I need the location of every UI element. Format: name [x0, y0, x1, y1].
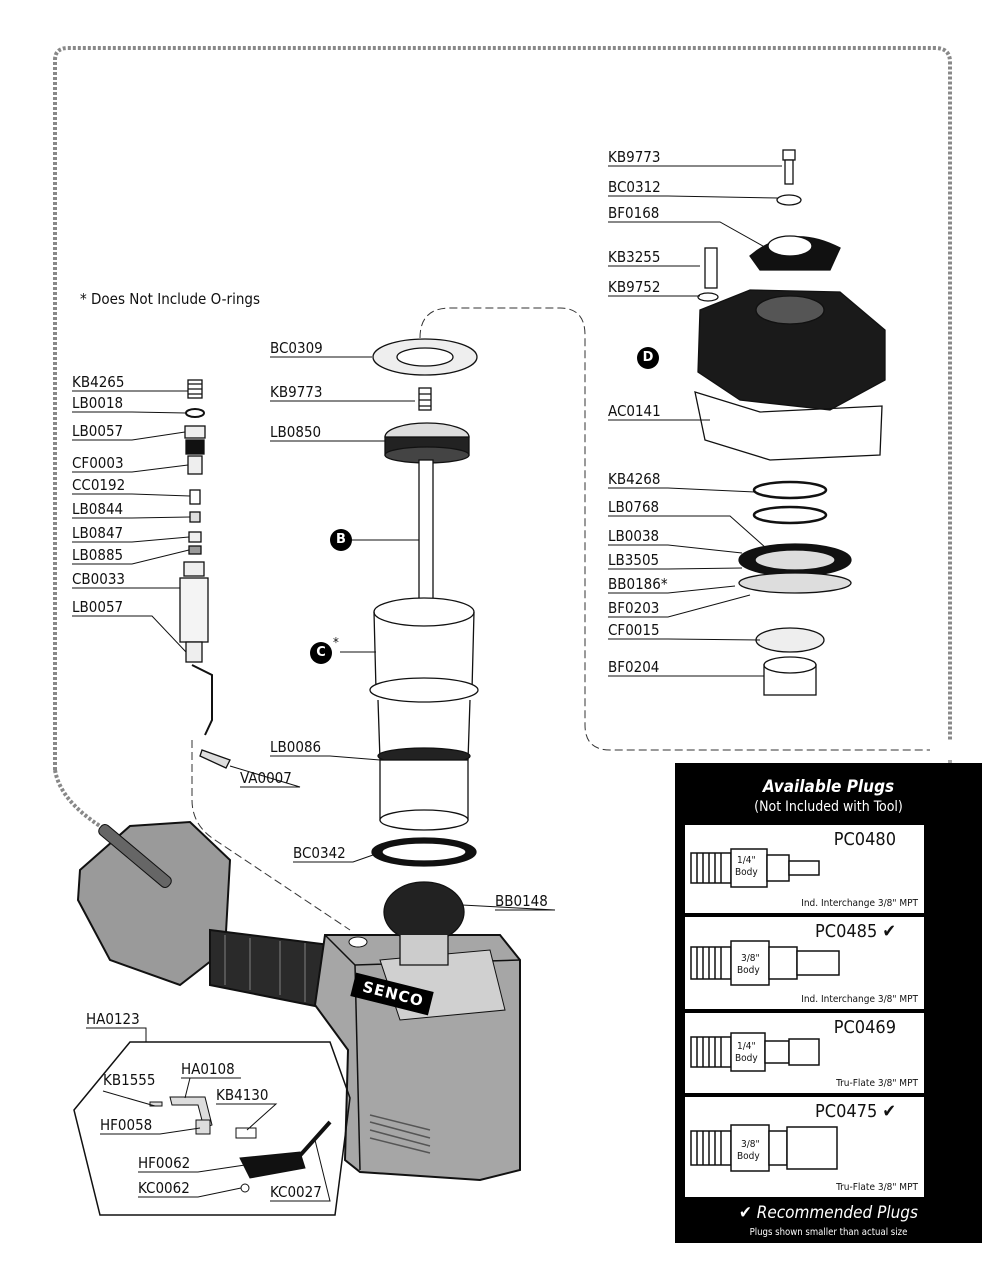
- trigger-parts: [149, 1096, 332, 1193]
- label-cc0192: CC0192: [72, 476, 126, 494]
- label-lb0768: LB0768: [608, 498, 660, 516]
- plug-body-word: Body: [735, 1053, 758, 1064]
- plug-card: 1/4" Body PC0480 Ind. Interchange 3/8" M…: [685, 825, 924, 913]
- label-cb0033: CB0033: [72, 570, 126, 588]
- label-bf0168: BF0168: [608, 204, 660, 222]
- plug-code: PC0475 ✔: [815, 1101, 896, 1122]
- marker-c-star: *: [333, 636, 339, 651]
- label-va0007: VA0007: [240, 769, 292, 787]
- label-lb3505: LB3505: [608, 551, 660, 569]
- label-kb9773-mid: KB9773: [270, 383, 323, 401]
- plug-type: Ind. Interchange 3/8" MPT: [801, 994, 918, 1005]
- label-kb9752: KB9752: [608, 278, 661, 296]
- label-lb0057-b: LB0057: [72, 598, 124, 616]
- label-lb0038: LB0038: [608, 527, 660, 545]
- plug-body-word: Body: [737, 1151, 760, 1162]
- label-kc0062: KC0062: [138, 1179, 190, 1197]
- label-lb0850: LB0850: [270, 423, 322, 441]
- label-cf0003: CF0003: [72, 454, 124, 472]
- plug-drawing: [690, 848, 820, 888]
- leader-lines: [72, 165, 782, 1202]
- plug-card: 1/4" Body PC0469 Tru-Flate 3/8" MPT: [685, 1013, 924, 1093]
- label-hf0062: HF0062: [138, 1154, 191, 1172]
- plug-body-word: Body: [737, 965, 760, 976]
- plug-card: 3/8" Body PC0485 ✔ Ind. Interchange 3/8"…: [685, 917, 924, 1009]
- label-bb0186: BB0186*: [608, 575, 668, 593]
- label-kb4265: KB4265: [72, 373, 125, 391]
- plug-card: 3/8" Body PC0475 ✔ Tru-Flate 3/8" MPT: [685, 1097, 924, 1197]
- cap-dashed-path: [419, 307, 930, 751]
- plugs-title: Available Plugs: [762, 777, 895, 797]
- available-plugs-panel: Available Plugs (Not Included with Tool)…: [675, 763, 982, 1243]
- label-bc0309: BC0309: [270, 339, 323, 357]
- label-bf0203: BF0203: [608, 599, 660, 617]
- recommended-plugs-note: ✔ Recommended Plugs: [739, 1203, 918, 1223]
- label-hf0058: HF0058: [100, 1116, 153, 1134]
- plug-drawing: [690, 1124, 838, 1172]
- label-bc0342: BC0342: [293, 844, 346, 862]
- label-lb0885: LB0885: [72, 546, 124, 564]
- o-ring-note: * Does Not Include O-rings: [80, 290, 260, 308]
- plug-code: PC0469: [833, 1017, 896, 1038]
- label-lb0057-a: LB0057: [72, 422, 124, 440]
- label-kb9773-top: KB9773: [608, 148, 661, 166]
- plug-body-size: 1/4": [737, 855, 756, 866]
- label-ac0141: AC0141: [608, 402, 661, 420]
- label-kb1555: KB1555: [103, 1071, 156, 1089]
- plug-code: PC0485 ✔: [815, 921, 896, 942]
- plug-type: Tru-Flate 3/8" MPT: [836, 1182, 918, 1193]
- plug-drawing: [690, 940, 840, 986]
- label-lb0018: LB0018: [72, 394, 124, 412]
- cap-group: [694, 149, 886, 696]
- label-lb0847: LB0847: [72, 524, 124, 542]
- plugs-size-note: Plugs shown smaller than actual size: [749, 1227, 908, 1238]
- plug-body-word: Body: [735, 867, 758, 878]
- plug-body-size: 1/4": [737, 1041, 756, 1052]
- marker-c: C: [310, 642, 332, 664]
- label-ha0123: HA0123: [86, 1010, 140, 1028]
- plug-type: Tru-Flate 3/8" MPT: [836, 1078, 918, 1089]
- plug-code: PC0480: [833, 829, 896, 850]
- label-bb0148: BB0148: [495, 892, 548, 910]
- marker-d: D: [637, 347, 659, 369]
- label-kb4130: KB4130: [216, 1086, 269, 1104]
- label-lb0844: LB0844: [72, 500, 124, 518]
- plugs-subtitle: (Not Included with Tool): [754, 799, 903, 815]
- valve-stack: [179, 379, 231, 769]
- label-kb4268: KB4268: [608, 470, 661, 488]
- plug-type: Ind. Interchange 3/8" MPT: [801, 898, 918, 909]
- plug-body-size: 3/8": [741, 1139, 760, 1150]
- trigger-dashed-path: [191, 740, 351, 931]
- air-path-border-lower: [53, 769, 102, 828]
- label-kb3255: KB3255: [608, 248, 661, 266]
- plug-drawing: [690, 1032, 820, 1072]
- trigger-assembly-outline: [73, 1041, 351, 1216]
- label-bc0312: BC0312: [608, 178, 661, 196]
- senco-badge: [350, 972, 434, 1016]
- label-bf0204: BF0204: [608, 658, 660, 676]
- marker-b: B: [330, 529, 352, 551]
- label-lb0086: LB0086: [270, 738, 322, 756]
- label-ha0108: HA0108: [181, 1060, 235, 1078]
- cylinder-group: [369, 338, 479, 966]
- plug-body-size: 3/8": [741, 953, 760, 964]
- label-cf0015: CF0015: [608, 621, 660, 639]
- label-kc0027: KC0027: [270, 1183, 322, 1201]
